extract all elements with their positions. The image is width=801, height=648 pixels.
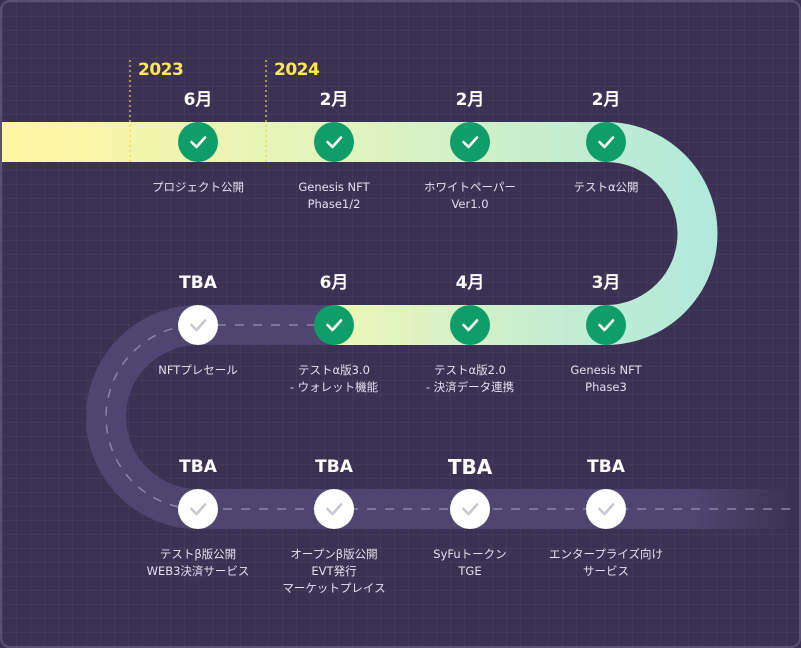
done-marker-circle bbox=[178, 122, 218, 162]
pending-marker-circle bbox=[450, 489, 490, 529]
milestone-marker bbox=[314, 489, 354, 529]
milestone-date: 3月 bbox=[591, 273, 621, 293]
milestone-marker bbox=[586, 122, 626, 162]
check-icon bbox=[326, 136, 343, 149]
check-icon bbox=[598, 319, 615, 332]
milestone-marker bbox=[586, 489, 626, 529]
check-icon bbox=[326, 319, 343, 332]
year-label-2023: 2023 bbox=[138, 60, 184, 80]
milestone-label: テストα版2.0 - 決済データ連携 bbox=[425, 363, 515, 394]
done-marker-circle bbox=[450, 122, 490, 162]
completed-road-row1 bbox=[2, 122, 718, 345]
milestone-marker bbox=[178, 122, 218, 162]
milestone-label: Genesis NFT Phase1/2 bbox=[298, 180, 370, 211]
milestone-label: テストα公開 bbox=[573, 180, 639, 194]
pending-marker-circle bbox=[586, 489, 626, 529]
milestone-marker bbox=[314, 305, 354, 345]
milestone-marker bbox=[314, 122, 354, 162]
done-marker-circle bbox=[314, 305, 354, 345]
check-icon bbox=[190, 136, 207, 149]
milestone-label: SyFuトークン TGE bbox=[433, 547, 507, 578]
pending-marker-circle bbox=[178, 489, 218, 529]
milestone-date: 6月 bbox=[183, 90, 213, 110]
milestone-marker bbox=[450, 489, 490, 529]
check-icon bbox=[190, 319, 207, 332]
check-icon bbox=[462, 136, 479, 149]
done-marker-circle bbox=[586, 305, 626, 345]
check-icon bbox=[598, 503, 615, 516]
milestone-date: 2月 bbox=[455, 90, 485, 110]
done-marker-circle bbox=[450, 305, 490, 345]
milestone-date: TBA bbox=[315, 457, 353, 477]
check-icon bbox=[462, 319, 479, 332]
milestone-date: 2月 bbox=[319, 90, 349, 110]
milestone-date: TBA bbox=[179, 457, 217, 477]
done-marker-circle bbox=[314, 122, 354, 162]
year-label-2024: 2024 bbox=[274, 60, 320, 80]
milestone-label: プロジェクト公開 bbox=[152, 180, 244, 194]
milestone-marker bbox=[450, 305, 490, 345]
milestone-label: ホワイトペーパー Ver1.0 bbox=[424, 180, 516, 211]
milestone-date: 4月 bbox=[455, 273, 485, 293]
milestone-label: NFTプレセール bbox=[158, 363, 238, 377]
milestone-marker bbox=[450, 122, 490, 162]
milestone-marker bbox=[178, 489, 218, 529]
milestone-label: Genesis NFT Phase3 bbox=[570, 363, 642, 394]
pending-road bbox=[86, 305, 702, 529]
milestone-label: エンタープライズ向け サービス bbox=[549, 547, 663, 578]
milestone-marker bbox=[586, 305, 626, 345]
done-marker-circle bbox=[586, 122, 626, 162]
pending-marker-circle bbox=[314, 489, 354, 529]
milestone-date: TBA bbox=[179, 273, 217, 293]
milestone-label: オープンβ版公開 EVT発行 マーケットプレイス bbox=[282, 547, 386, 595]
check-icon bbox=[190, 503, 207, 516]
milestone-date: TBA bbox=[587, 457, 625, 477]
milestone-label: テストβ版公開 WEB3決済サービス bbox=[146, 547, 250, 578]
milestone-date: 2月 bbox=[591, 90, 621, 110]
milestone-label: テストα版3.0 - ウォレット機能 bbox=[289, 363, 379, 394]
check-icon bbox=[462, 503, 479, 516]
check-icon bbox=[326, 503, 343, 516]
check-icon bbox=[598, 136, 615, 149]
milestone-date: 6月 bbox=[319, 273, 349, 293]
milestone-marker bbox=[178, 305, 218, 345]
pending-marker-circle bbox=[178, 305, 218, 345]
road-dash-line bbox=[105, 324, 799, 510]
milestone-date: TBA bbox=[447, 455, 493, 479]
